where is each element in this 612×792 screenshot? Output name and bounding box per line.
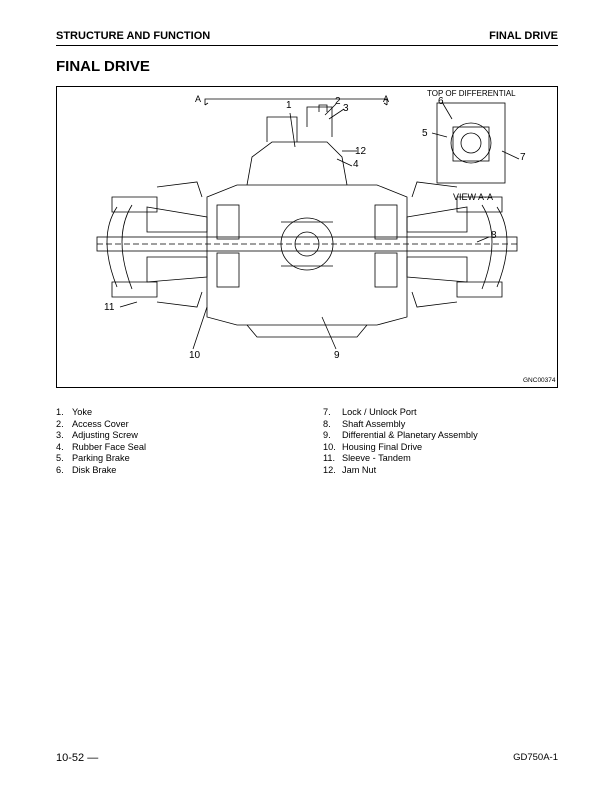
access-cover	[306, 106, 333, 137]
legend-item: 4.Rubber Face Seal	[56, 441, 147, 452]
disk-brake-left	[216, 204, 240, 240]
disk-brake-right	[374, 204, 398, 240]
model-number: GD750A-1	[513, 752, 558, 763]
legend-item: 9.Differential & Planetary Assembly	[323, 430, 478, 440]
legend-item: 8.Shaft Assembly	[323, 418, 406, 429]
callout-8: 8	[491, 230, 497, 241]
legend-item: 3.Adjusting Screw	[56, 430, 138, 440]
header-rule	[56, 45, 558, 46]
header-topic: FINAL DRIVE	[489, 30, 558, 42]
header-section-title: STRUCTURE AND FUNCTION	[56, 30, 211, 42]
center-housing	[206, 184, 408, 326]
legend-column-1: 1.Yoke 2.Access Cover 3.Adjusting Screw …	[56, 407, 306, 476]
section-a-right-label: A	[383, 94, 390, 104]
callout-4: 4	[353, 159, 359, 170]
final-drive-diagram: TOP OF DIFFERENTIAL VIEW A-A A A GNC0037…	[56, 86, 558, 388]
page-number: 10-52 —	[56, 752, 99, 764]
page-header: STRUCTURE AND FUNCTION FINAL DRIVE	[56, 30, 558, 44]
legend-item: 10.Housing Final Drive	[323, 441, 423, 452]
section-a-left-label: A	[195, 94, 202, 104]
differential	[280, 217, 334, 271]
figure-id: GNC00374	[523, 377, 556, 384]
callout-11: 11	[104, 302, 115, 313]
section-line-a	[204, 98, 388, 105]
callout-6: 6	[438, 96, 444, 107]
view-a-a-label: VIEW A-A	[453, 192, 494, 202]
legend-item: 5.Parking Brake	[56, 453, 130, 463]
legend-item: 11.Sleeve - Tandem	[323, 453, 411, 463]
legend-item: 1.Yoke	[56, 407, 93, 417]
top-of-differential-label: TOP OF DIFFERENTIAL	[427, 89, 516, 98]
callout-1: 1	[286, 100, 292, 111]
callout-12: 12	[355, 146, 367, 157]
right-hub	[481, 204, 508, 290]
page-title: FINAL DRIVE	[56, 58, 150, 75]
left-hub	[106, 204, 133, 290]
legend-item: 6.Disk Brake	[56, 464, 117, 475]
legend-item: 12.Jam Nut	[323, 464, 377, 475]
view-a-a-inset	[436, 102, 506, 184]
callout-5: 5	[422, 128, 428, 139]
callout-2: 2	[335, 96, 341, 107]
callout-7: 7	[520, 152, 526, 163]
legend-item: 7.Lock / Unlock Port	[323, 407, 417, 417]
lower-housing	[246, 324, 368, 338]
legend-item: 2.Access Cover	[56, 418, 129, 429]
upper-housing	[246, 141, 348, 186]
legend-column-2: 7.Lock / Unlock Port 8.Shaft Assembly 9.…	[323, 407, 573, 476]
callout-3: 3	[343, 103, 349, 114]
callout-10: 10	[189, 350, 201, 361]
callout-9: 9	[334, 350, 340, 361]
final-drive-drawing	[96, 98, 520, 350]
